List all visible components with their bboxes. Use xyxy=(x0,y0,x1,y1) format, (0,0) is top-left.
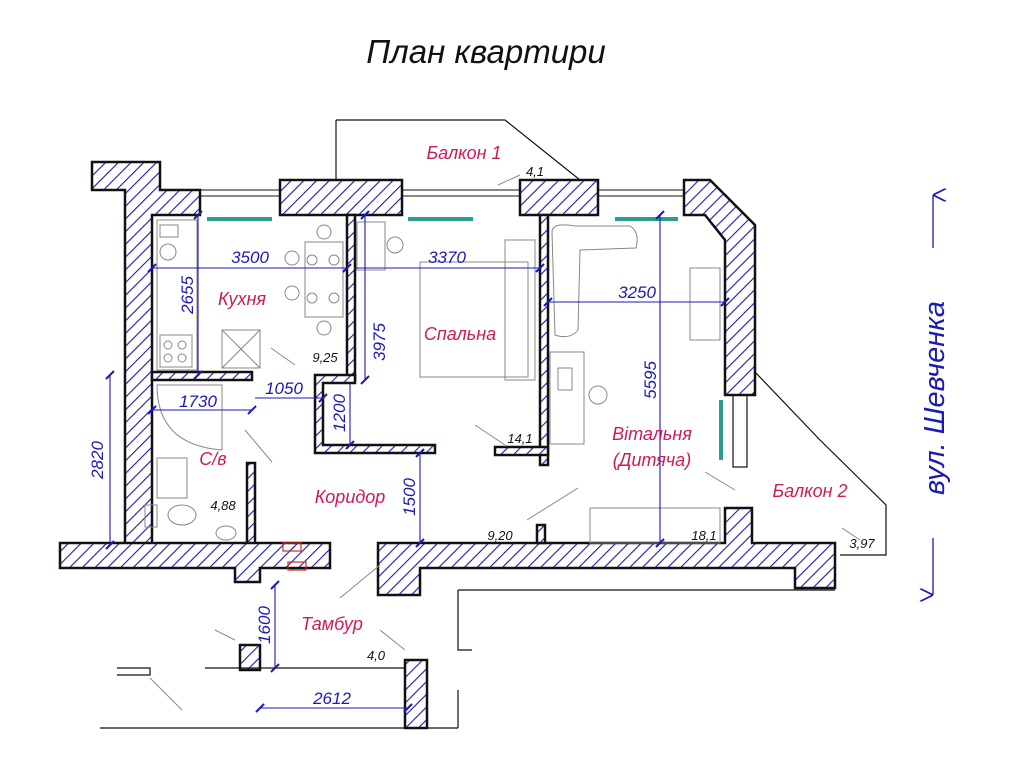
room-labels: Балкон 1 Кухня Спальна Вітальня (Дитяча)… xyxy=(199,143,847,634)
area-values: 4,1 9,25 14,1 4,88 9,20 18,1 3,97 4,0 xyxy=(210,164,875,663)
vestibule-label: Тамбур xyxy=(301,614,363,634)
dim-niche: 1050 xyxy=(265,379,303,398)
area-kitchen: 9,25 xyxy=(312,350,338,365)
dim-living-width: 3250 xyxy=(618,283,656,302)
area-bathroom: 4,88 xyxy=(210,498,236,513)
street-indicator: вул. Шевченка xyxy=(919,195,951,595)
dim-corridor-depth: 1500 xyxy=(400,478,419,516)
balcony1-label: Балкон 1 xyxy=(426,143,501,163)
walls xyxy=(58,160,837,730)
dimension-ticks xyxy=(105,210,730,713)
dim-wall-seg: 1200 xyxy=(330,394,349,432)
balcony2-outline xyxy=(754,371,887,556)
balcony2-label: Балкон 2 xyxy=(772,481,847,501)
furniture xyxy=(144,219,721,571)
windows xyxy=(200,189,723,460)
dimension-lines xyxy=(109,215,725,709)
bathroom-label: С/в xyxy=(199,449,226,469)
street-label: вул. Шевченка xyxy=(919,301,951,495)
area-balcony2: 3,97 xyxy=(849,536,875,551)
plan-title: План квартири xyxy=(366,33,606,70)
living-sublabel: (Дитяча) xyxy=(613,450,691,470)
dim-vestibule-width: 2612 xyxy=(312,689,351,708)
plan-lines xyxy=(100,174,861,729)
dimension-labels: 3500 3370 3250 2655 3975 5595 1730 1050 … xyxy=(88,248,660,708)
dim-kitchen-width: 3500 xyxy=(231,248,269,267)
living-label: Вітальня xyxy=(612,424,692,444)
corridor-label: Коридор xyxy=(315,487,386,507)
area-bedroom: 14,1 xyxy=(507,431,532,446)
area-vestibule: 4,0 xyxy=(367,648,386,663)
area-corridor: 9,20 xyxy=(487,528,513,543)
balcony1-outline xyxy=(336,119,581,181)
dim-vestibule-depth: 1600 xyxy=(255,606,274,644)
area-living: 18,1 xyxy=(691,528,716,543)
kitchen-label: Кухня xyxy=(218,289,266,309)
area-balcony1: 4,1 xyxy=(526,164,544,179)
dim-bedroom-depth: 3975 xyxy=(370,323,389,361)
dim-kitchen-depth: 2655 xyxy=(178,276,197,315)
dim-bath-width: 1730 xyxy=(179,392,217,411)
bedroom-label: Спальна xyxy=(424,324,496,344)
dim-living-depth: 5595 xyxy=(641,361,660,399)
dim-bath-depth: 2820 xyxy=(88,441,107,480)
dim-bedroom-width: 3370 xyxy=(428,248,466,267)
